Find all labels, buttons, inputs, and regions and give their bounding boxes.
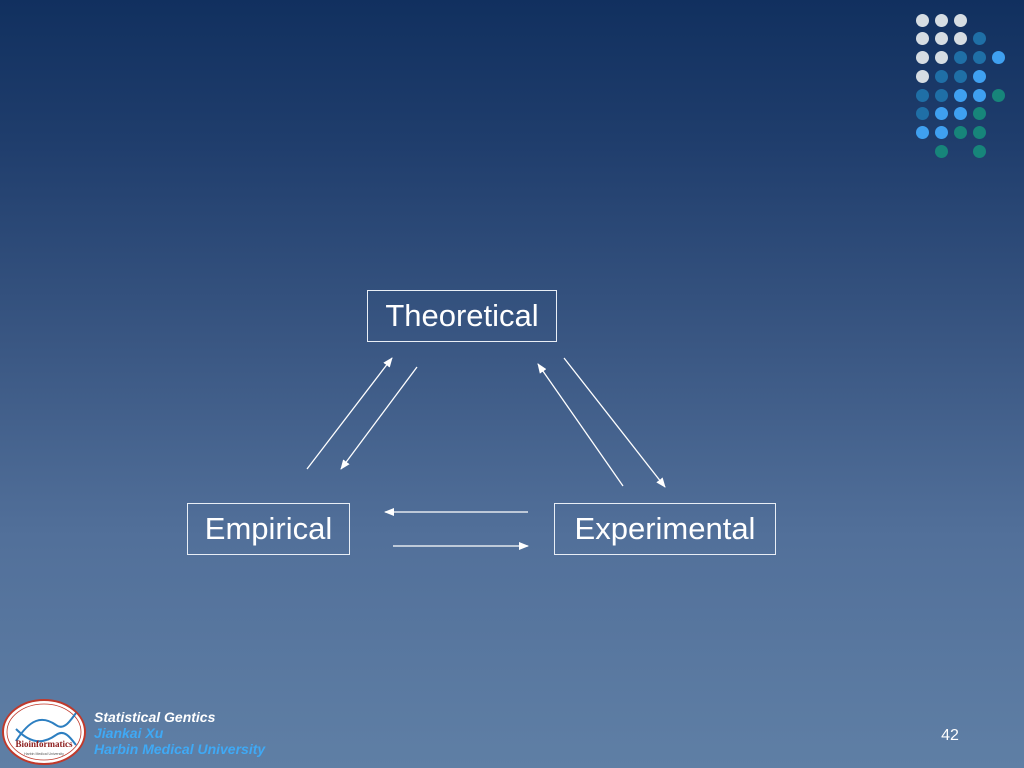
decorative-dot — [934, 50, 948, 64]
theoretical-box: Theoretical — [367, 290, 557, 342]
decorative-dot — [972, 50, 986, 64]
logo-subtext: Harbin Medical University — [24, 752, 64, 756]
page-number: 42 — [941, 727, 959, 744]
decorative-dot — [915, 13, 929, 27]
decorative-dot — [972, 69, 986, 83]
decorative-dot — [915, 31, 929, 45]
decorative-dot — [972, 88, 986, 102]
decorative-dot — [972, 106, 986, 120]
decorative-dot — [953, 69, 967, 83]
decorative-dot-grid — [0, 0, 1024, 170]
decorative-dot — [991, 50, 1005, 64]
bioinformatics-logo: Bioinformatics Harbin Medical University — [2, 699, 86, 765]
decorative-dot — [953, 50, 967, 64]
decorative-dot — [953, 88, 967, 102]
decorative-dot — [953, 125, 967, 139]
decorative-dot — [915, 125, 929, 139]
arrow-theoretical-to-empirical — [340, 366, 418, 470]
decorative-dot — [953, 106, 967, 120]
logo-text: Bioinformatics — [16, 739, 73, 749]
footer-institution: Harbin Medical University — [94, 741, 266, 757]
decorative-dot — [934, 88, 948, 102]
decorative-dot — [934, 144, 948, 158]
decorative-dot — [953, 31, 967, 45]
decorative-dot — [934, 125, 948, 139]
experimental-box: Experimental — [554, 503, 776, 555]
decorative-dot — [972, 31, 986, 45]
empirical-box: Empirical — [187, 503, 350, 555]
decorative-dot — [934, 31, 948, 45]
decorative-dot — [972, 144, 986, 158]
decorative-dot — [972, 125, 986, 139]
decorative-dot — [934, 13, 948, 27]
decorative-dot — [915, 88, 929, 102]
decorative-dot — [915, 106, 929, 120]
footer-author: Jiankai Xu — [94, 725, 164, 741]
decorative-dot — [915, 69, 929, 83]
decorative-dot — [915, 50, 929, 64]
decorative-dot — [934, 69, 948, 83]
decorative-dot — [953, 13, 967, 27]
arrow-empirical-to-theoretical — [306, 357, 393, 470]
decorative-dot — [934, 106, 948, 120]
footer-course: Statistical Gentics — [94, 709, 216, 725]
arrow-experimental-to-theoretical — [537, 363, 624, 487]
arrow-theoretical-to-experimental — [563, 357, 666, 488]
footer-credits: Statistical Gentics Jiankai Xu Harbin Me… — [94, 709, 265, 757]
decorative-dot — [991, 88, 1005, 102]
